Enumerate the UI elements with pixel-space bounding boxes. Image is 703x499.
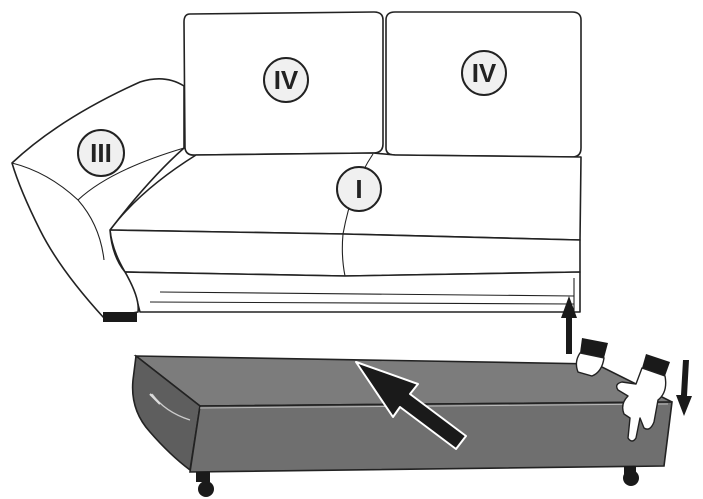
sofa-foot — [103, 312, 137, 322]
push-arrow-icon — [355, 361, 467, 450]
pull-out-drawer — [131, 354, 673, 497]
down-arrow-icon — [676, 360, 692, 416]
drawer-front — [189, 401, 673, 473]
wheel-right — [623, 466, 639, 486]
label-badge-back-right: IV — [461, 50, 507, 96]
wheel-left — [196, 472, 214, 497]
label-seat: I — [355, 174, 362, 204]
label-badge-seat: I — [336, 166, 382, 212]
label-badge-armrest: III — [77, 129, 125, 177]
label-back-right: IV — [472, 58, 497, 88]
label-back-left: IV — [274, 65, 299, 95]
label-armrest: III — [90, 138, 112, 168]
up-arrow-icon — [561, 296, 577, 354]
label-badge-back-left: IV — [263, 57, 309, 103]
armrest — [11, 78, 185, 319]
hand-icon — [575, 338, 670, 442]
drawer-side — [131, 354, 201, 472]
